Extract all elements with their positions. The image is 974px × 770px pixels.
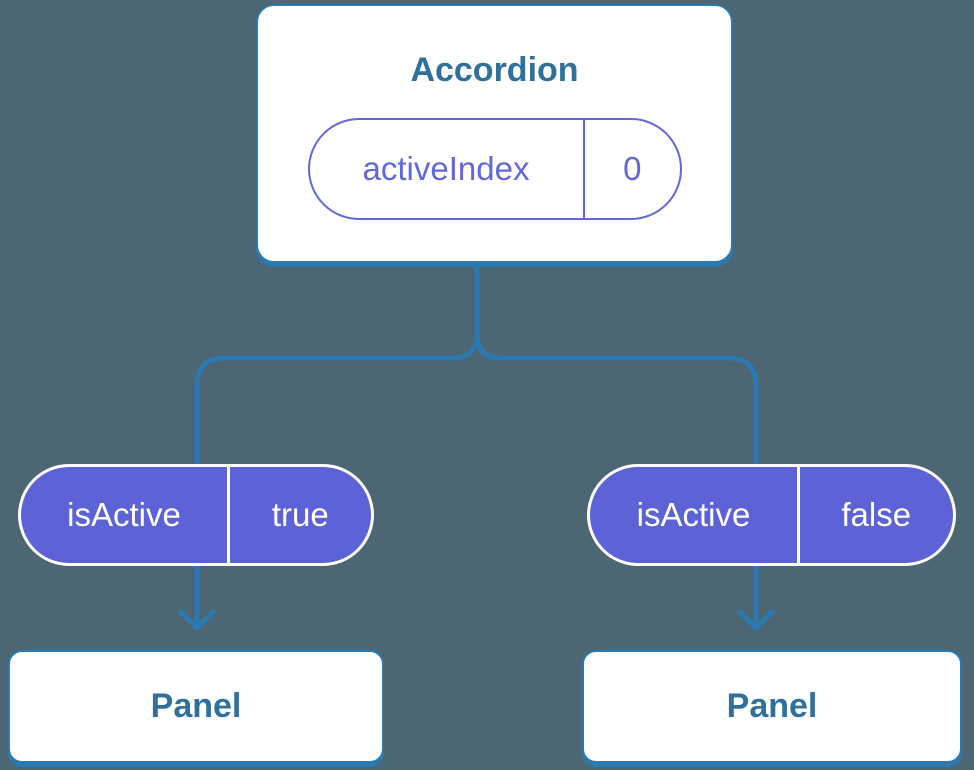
isactive-prop-pill-second: isActive false: [587, 464, 956, 566]
pill-divider: [797, 467, 800, 563]
isactive-prop-pill-first: isActive true: [18, 464, 374, 566]
prop-name: isActive: [636, 496, 751, 533]
arrow-down-icon: [737, 609, 775, 631]
panel-card-second: Panel: [582, 650, 962, 763]
panel-title: Panel: [726, 687, 818, 725]
activeindex-prop-pill: activeIndex 0: [307, 118, 682, 220]
panel-card-first: Panel: [8, 650, 384, 763]
pill-divider: [227, 467, 230, 563]
prop-value: false: [841, 496, 912, 533]
arrow-down-icon: [178, 609, 216, 631]
prop-name: activeIndex: [362, 150, 530, 187]
accordion-card: Accordion activeIndex 0: [256, 4, 733, 263]
connector-branch-right: [474, 259, 759, 625]
prop-value: true: [271, 496, 329, 533]
prop-value: 0: [623, 150, 642, 187]
accordion-title: Accordion: [410, 51, 579, 89]
connector-branch-left: [194, 259, 480, 625]
pill-divider: [582, 120, 585, 218]
panel-title: Panel: [150, 687, 242, 725]
prop-name: isActive: [67, 496, 181, 533]
